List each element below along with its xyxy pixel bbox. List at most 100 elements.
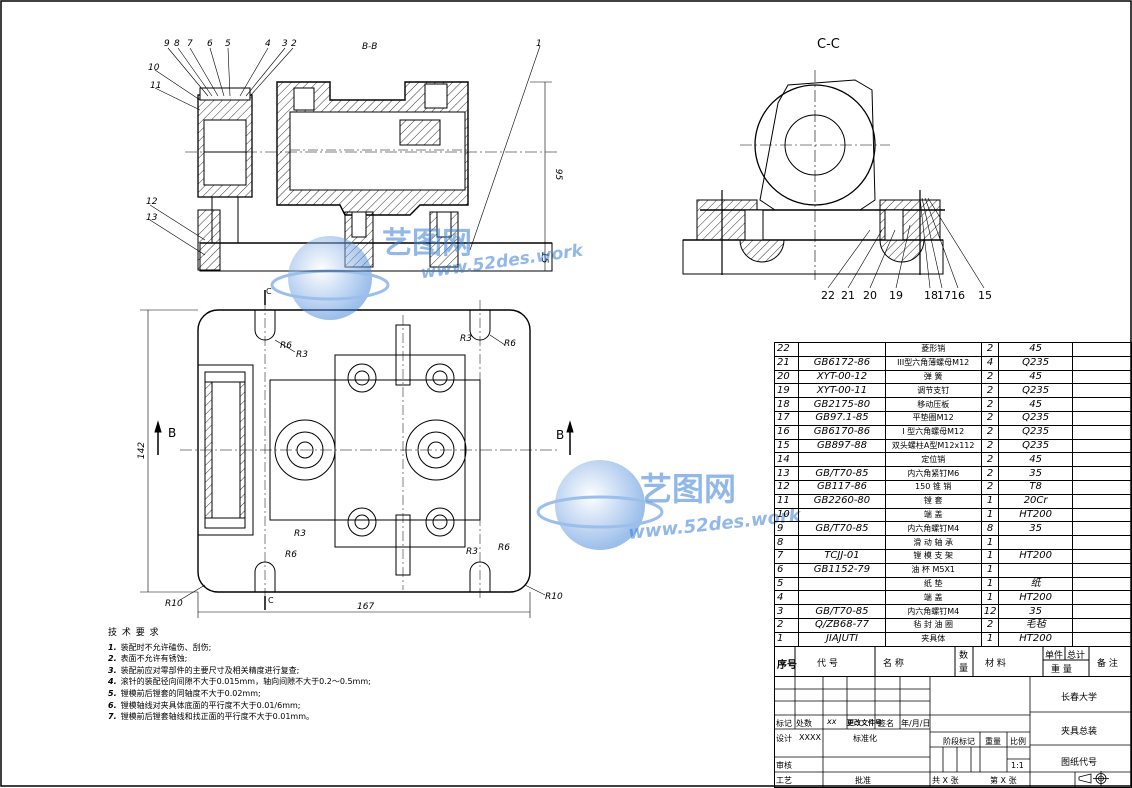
bom-cell-remark (1071, 438, 1132, 454)
bom-cell-mat: 20Cr (998, 493, 1073, 509)
note-item: 6.镗模轴线对夹具体底面的平行度不大于0.01/6mm; (108, 700, 301, 710)
bom-cell-code: GB6170-86 (798, 424, 886, 440)
bom-header-total: 总计 (1067, 651, 1086, 661)
bom-cell-name: I 型六角螺母M12 (884, 424, 982, 440)
bom-cell-name: 弹 簧 (884, 369, 982, 385)
bom-cell-qty: 2 (980, 466, 1000, 481)
bom-cell-name: 菱形销 (884, 342, 982, 357)
bom-cell-name: 移动压板 (884, 397, 982, 412)
callout-9: 9 (164, 39, 170, 49)
bom-cell-no: 3 (773, 604, 800, 619)
bom-header-mat: 材 料 (985, 659, 1006, 669)
bom-cell-remark (1071, 466, 1132, 481)
tb-review: 审核 (776, 761, 792, 770)
bom-cell-mat (998, 535, 1073, 550)
bom-cell-name: 纸 垫 (884, 576, 982, 592)
bom-cell-qty: 2 (980, 452, 1000, 468)
tb-mark: 标记 (776, 719, 792, 728)
bom-cell-no: 20 (773, 369, 800, 385)
bom-cell-no: 18 (773, 397, 800, 412)
callout-17: 17 (937, 289, 951, 302)
bom-cell-remark (1071, 493, 1132, 509)
bom-cell-no: 2 (773, 617, 800, 633)
tb-scale: 比例 (1010, 737, 1026, 746)
bom-header-qty: 数量 (959, 651, 969, 674)
bom-cell-name: 镗 模 支 架 (884, 548, 982, 564)
tb-drawing-code: 图纸代号 (1061, 758, 1098, 768)
bom-cell-remark (1071, 410, 1132, 426)
callout-3: 3 (282, 39, 288, 49)
bom-cell-name: III型六角薄螺母M12 (884, 355, 982, 371)
bom-cell-code: XYT-00-12 (798, 369, 886, 385)
bom-cell-no: 6 (773, 562, 800, 578)
dim-r6-d: R6 (498, 543, 510, 553)
bom-cell-remark (1071, 631, 1132, 647)
bom-cell-qty: 1 (980, 535, 1000, 550)
callout-7: 7 (187, 39, 193, 49)
bom-cell-name: 内六角螺钉M4 (884, 604, 982, 619)
section-bb-title: B-B (362, 42, 378, 52)
bom-cell-mat: 45 (998, 397, 1073, 412)
bom-header-weight: 重 量 (1051, 665, 1072, 675)
dim-r3-c: R3 (294, 529, 306, 539)
callout-1: 1 (536, 39, 542, 49)
tb-standardize: 标准化 (853, 734, 877, 743)
title-block-grid (775, 677, 1131, 787)
bom-header-name: 名 称 (883, 659, 904, 669)
bom-cell-code: GB/T70-85 (798, 521, 886, 537)
plan-view (140, 290, 574, 618)
callout-19: 19 (889, 289, 903, 302)
bom-cell-code: GB97.1-85 (798, 410, 886, 426)
watermark-brand-1: 艺图网 (382, 226, 472, 261)
bom-cell-mat: 35 (998, 466, 1073, 481)
bom-header-remark: 备 注 (1097, 659, 1118, 669)
watermark-logo (270, 236, 664, 550)
tb-stage-mark: 阶段标记 (943, 737, 975, 746)
bom-cell-qty: 1 (980, 562, 1000, 578)
bom-cell-qty: 2 (980, 369, 1000, 385)
bom-cell-name: 150 锥 销 (884, 479, 982, 495)
bom-cell-remark (1071, 562, 1132, 578)
note-item: 1.装配时不允许磕伤、刮伤; (108, 642, 212, 652)
bom-cell-qty: 2 (980, 342, 1000, 357)
notes-title: 技 术 要 求 (108, 628, 160, 638)
bom-cell-mat: Q235 (998, 355, 1073, 371)
bom-cell-qty: 2 (980, 410, 1000, 426)
tb-sheets-total: 共 X 张 (932, 776, 959, 785)
callout-11: 11 (150, 81, 162, 91)
dim-r3-b: R3 (460, 334, 472, 344)
bom-cell-name: 内六角螺钉M4 (884, 521, 982, 537)
tb-design-val: XXXX (799, 733, 821, 742)
bom-cell-remark (1071, 576, 1132, 592)
bom-cell-mat: 35 (998, 521, 1073, 537)
bom-cell-code: GB/T70-85 (798, 604, 886, 619)
dim-r6-a: R6 (280, 341, 292, 351)
bom-cell-name: 调节支钉 (884, 383, 982, 399)
bom-cell-remark (1071, 479, 1132, 495)
bom-cell-no: 14 (773, 452, 800, 468)
bom-cell-no: 16 (773, 424, 800, 440)
bom-cell-remark (1071, 548, 1132, 564)
bom-cell-mat: Q235 (998, 438, 1073, 454)
bom-cell-name: 油 杯 M5X1 (884, 562, 982, 578)
bom-cell-no: 8 (773, 535, 800, 550)
cut-mark-c-bottom: C (268, 596, 274, 605)
projection-symbol-icon (1078, 771, 1109, 786)
bom-cell-name: 滑 动 轴 承 (884, 535, 982, 550)
callout-4: 4 (265, 39, 271, 49)
bom-cell-qty: 2 (980, 397, 1000, 412)
bom-header: 序号 代 号 名 称 数量 材 料 单件 总计 重 量 备 注 (774, 646, 1132, 677)
bom-header-code: 代 号 (817, 659, 838, 669)
callout-12: 12 (146, 197, 158, 207)
bom-cell-no: 10 (773, 507, 800, 523)
bom-header-no: 序号 (777, 660, 797, 671)
tb-weight: 重量 (985, 737, 1001, 746)
bom-cell-no: 19 (773, 383, 800, 399)
bom-cell-qty: 2 (980, 617, 1000, 633)
bom-cell-remark (1071, 604, 1132, 619)
